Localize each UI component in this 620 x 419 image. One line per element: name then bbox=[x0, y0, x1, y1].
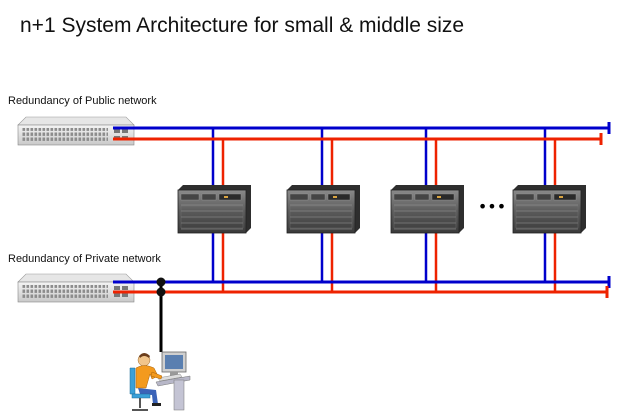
more-servers-ellipsis: ••• bbox=[478, 197, 506, 216]
operator-workstation-icon bbox=[129, 351, 191, 411]
operator-link bbox=[156, 277, 166, 352]
server-2-icon bbox=[286, 184, 361, 234]
private-network-bus bbox=[113, 276, 611, 298]
private-network-switch-icon bbox=[17, 273, 135, 303]
server-3-icon bbox=[390, 184, 465, 234]
public-network-bus bbox=[113, 122, 611, 145]
server-1-icon bbox=[177, 184, 252, 234]
private-network-label: Redundancy of Private network bbox=[8, 253, 161, 265]
diagram-title: n+1 System Architecture for small & midd… bbox=[20, 14, 465, 37]
public-network-label: Redundancy of Public network bbox=[8, 95, 157, 107]
public-network-switch-icon bbox=[17, 116, 135, 146]
server-n-icon bbox=[512, 184, 587, 234]
